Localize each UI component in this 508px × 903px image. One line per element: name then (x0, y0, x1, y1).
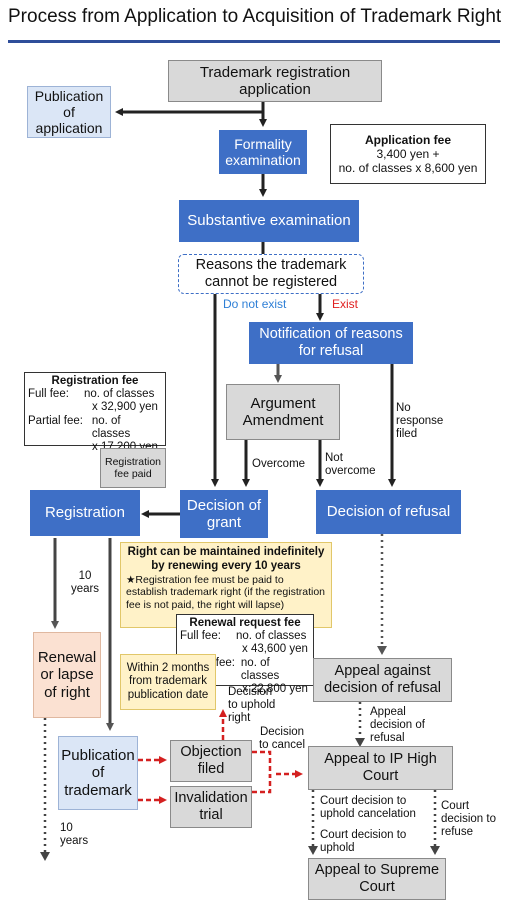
decision-of-grant-box: Decision of grant (180, 490, 268, 538)
renewal-or-lapse-box: Renewal or lapse of right (33, 632, 101, 718)
no-response-label: No response filed (396, 402, 444, 441)
reg-partial-1: no. of classes (91, 414, 131, 440)
publication-of-trademark-box: Publication of trademark (58, 736, 138, 810)
ren-partial-1: no. of classes (240, 656, 280, 682)
ren-full-label: Full fee: (180, 630, 221, 643)
objection-filed-box: Objection filed (170, 740, 252, 782)
appeal-decision-label: Appeal decision of refusal (370, 706, 425, 745)
appeal-against-refusal-box: Appeal against decision of refusal (313, 658, 452, 702)
page-title: Process from Application to Acquisition … (8, 6, 502, 27)
not-overcome-label: Not overcome (325, 452, 376, 478)
registration-fee-paid-box: Registration fee paid (100, 448, 166, 488)
application-fee-heading: Application fee (364, 133, 451, 147)
do-not-exist-label: Do not exist (223, 297, 287, 311)
within-two-months-note: Within 2 months from trademark publicati… (120, 654, 216, 710)
application-fee-line1: 3,400 yen + (376, 147, 440, 161)
decision-cancel-label: Decision to cancel (258, 726, 306, 752)
argument-amendment-box: Argument Amendment (226, 384, 340, 440)
court-uphold-cancel-label: Court decision to uphold cancelation (320, 795, 416, 821)
ten-years-label-2: 10 years (60, 822, 89, 848)
reg-full-label: Full fee: (28, 388, 69, 401)
appeal-ip-high-court-box: Appeal to IP High Court (308, 746, 453, 790)
formality-examination-box: Formality examination (219, 130, 307, 174)
court-uphold-label: Court decision to uphold (320, 829, 407, 855)
right-maintained-note: Right can be maintained indefinitely by … (120, 542, 332, 628)
decision-of-refusal-box: Decision of refusal (316, 490, 461, 534)
substantive-examination-box: Substantive examination (179, 200, 359, 242)
court-refuse-label: Court decision to refuse (441, 800, 496, 839)
ten-years-label-1: 10 years (70, 570, 100, 596)
reg-partial-label: Partial fee: (28, 414, 83, 427)
notification-box: Notification of reasons for refusal (249, 322, 413, 364)
decision-uphold-label: Decision to uphold right (228, 686, 276, 725)
appeal-supreme-court-box: Appeal to Supreme Court (308, 858, 446, 900)
right-note-heading1: Right can be maintained indefinitely (127, 546, 325, 558)
invalidation-trial-box: Invalidation trial (170, 786, 252, 828)
application-fee-note: Application fee 3,400 yen + no. of class… (330, 124, 486, 184)
publication-of-application-box: Publication of application (27, 86, 111, 138)
application-fee-line2: no. of classes x 8,600 yen (338, 161, 478, 175)
reasons-box: Reasons the trademark cannot be register… (178, 254, 364, 294)
ren-partial-2: x 22,800 yen (242, 683, 308, 696)
registration-fee-note: Registration fee Full fee: no. of classes… (24, 372, 166, 453)
exist-label: Exist (332, 297, 359, 311)
right-note-heading2: by renewing every 10 years (151, 559, 301, 572)
reg-full-1: no. of classes (84, 388, 155, 401)
application-box: Trademark registration application (168, 60, 382, 102)
title-rule (8, 40, 500, 43)
reg-full-2: x 32,900 yen (92, 401, 158, 414)
renewal-fee-heading: Renewal request fee (189, 617, 301, 629)
registration-box: Registration (30, 490, 140, 536)
overcome-label: Overcome (252, 458, 306, 470)
registration-fee-heading: Registration fee (51, 375, 139, 387)
right-note-body: ★Registration fee must be paid to establ… (126, 573, 326, 611)
ren-full-2: x 43,600 yen (242, 643, 308, 656)
ren-full-1: no. of classes (236, 630, 307, 643)
